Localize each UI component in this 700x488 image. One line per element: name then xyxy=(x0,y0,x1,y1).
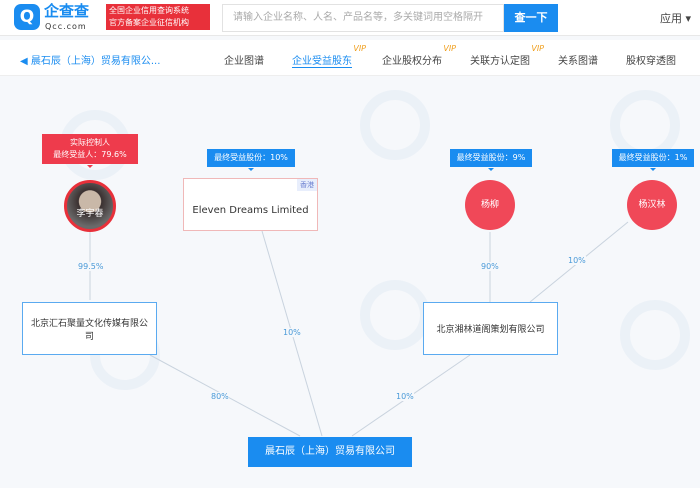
controller-tag: 实际控制人最终受益人：79.6% xyxy=(42,134,138,168)
edge-pct: 99.5% xyxy=(78,262,104,271)
target-company-node[interactable]: 晨石辰（上海）贸易有限公司 xyxy=(248,437,412,467)
tab-label: 企业股权分布 xyxy=(382,56,442,67)
badge-line2: 官方备案企业征信机构 xyxy=(109,18,189,27)
logo-text[interactable]: 企查查 xyxy=(44,2,90,20)
vip-badge: VIP xyxy=(443,44,456,53)
back-link[interactable]: ◀ 晨石辰（上海）贸易有限公... xyxy=(20,52,160,67)
controller-tag-line1: 实际控制人 xyxy=(70,138,110,147)
back-label: 晨石辰（上海）贸易有限公... xyxy=(30,56,161,67)
app-menu[interactable]: 应用 ▾ xyxy=(660,12,692,25)
p3-share-tag: 最终受益股份：1% xyxy=(612,149,694,171)
certification-badge: 全国企业信用查询系统官方备案企业征信机构 xyxy=(106,4,210,30)
company-node[interactable]: 北京汇石聚量文化传媒有限公司 xyxy=(22,302,157,355)
p2-share-tag: 最终受益股份：9% xyxy=(450,149,532,171)
tab-label: 股权穿透图 xyxy=(626,56,676,67)
edge-pct: 10% xyxy=(396,392,414,401)
logo-icon[interactable]: Q xyxy=(14,4,40,30)
eleven-dreams-name: Eleven Dreams Limited xyxy=(192,204,309,216)
watermark-icon xyxy=(360,90,430,160)
company-node[interactable]: 北京湘林道阁策划有限公司 xyxy=(423,302,558,355)
eleven-dreams-node[interactable]: Eleven Dreams Limited 香港 xyxy=(183,178,318,231)
back-arrow-icon: ◀ xyxy=(20,56,31,67)
edge-pct: 10% xyxy=(283,328,301,337)
eleven-share-tag: 最终受益股份：10% xyxy=(207,149,295,171)
controller-avatar[interactable]: 李宇春 xyxy=(64,180,116,232)
tab-enterprise-graph[interactable]: 企业图谱 xyxy=(224,52,264,67)
hk-badge: 香港 xyxy=(297,179,317,191)
search-button[interactable]: 查一下 xyxy=(504,4,558,32)
tab-label: 企业图谱 xyxy=(224,56,264,67)
badge-line1: 全国企业信用查询系统 xyxy=(109,6,189,15)
tab-relationship-graph[interactable]: 关系图谱 xyxy=(558,52,598,67)
controller-tag-line2: 最终受益人：79.6% xyxy=(53,150,127,159)
logo-sub: Qcc.com xyxy=(45,22,87,31)
edge-pct: 10% xyxy=(568,256,586,265)
person-node[interactable]: 杨汉林 xyxy=(627,180,677,230)
tab-label: 关联方认定图 xyxy=(470,56,530,67)
vip-badge: VIP xyxy=(353,44,366,53)
edge-pct: 80% xyxy=(211,392,229,401)
controller-name: 李宇春 xyxy=(76,209,104,219)
search-input[interactable]: 请输入企业名称、人名、产品名等，多关键词用空格隔开 xyxy=(222,4,504,32)
edge-pct: 90% xyxy=(481,262,499,271)
tab-label: 企业受益股东 xyxy=(292,56,352,67)
person-node[interactable]: 杨柳 xyxy=(465,180,515,230)
tab-label: 关系图谱 xyxy=(558,56,598,67)
tab-equity-penetration[interactable]: 股权穿透图 xyxy=(626,52,676,67)
vip-badge: VIP xyxy=(531,44,544,53)
watermark-icon xyxy=(620,300,690,370)
top-header: Q 企查查 Qcc.com 全国企业信用查询系统官方备案企业征信机构 请输入企业… xyxy=(0,0,700,36)
